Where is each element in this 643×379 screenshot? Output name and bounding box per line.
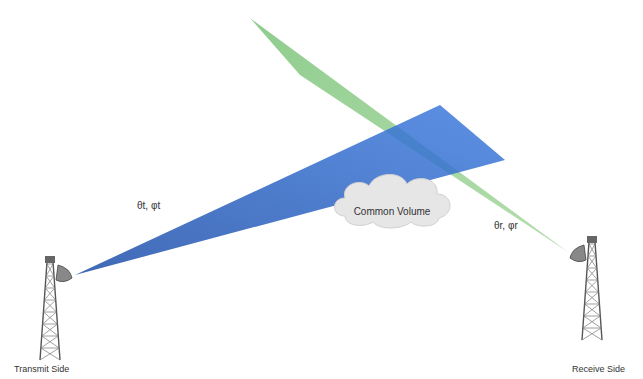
site-label: Receive Side xyxy=(570,364,627,374)
transmit-beam xyxy=(75,105,505,275)
cloud-shape xyxy=(327,166,457,230)
cloud-region: Common Volume xyxy=(327,166,457,230)
site-label: Transmit Side xyxy=(12,364,71,374)
angle-label: θt, φt xyxy=(135,200,162,211)
region-label: Common Volume xyxy=(327,166,457,217)
transmit-tower xyxy=(40,256,72,360)
cloud-outline xyxy=(335,174,451,228)
receive-tower xyxy=(570,236,602,340)
angle-label: θr, φr xyxy=(492,220,520,231)
